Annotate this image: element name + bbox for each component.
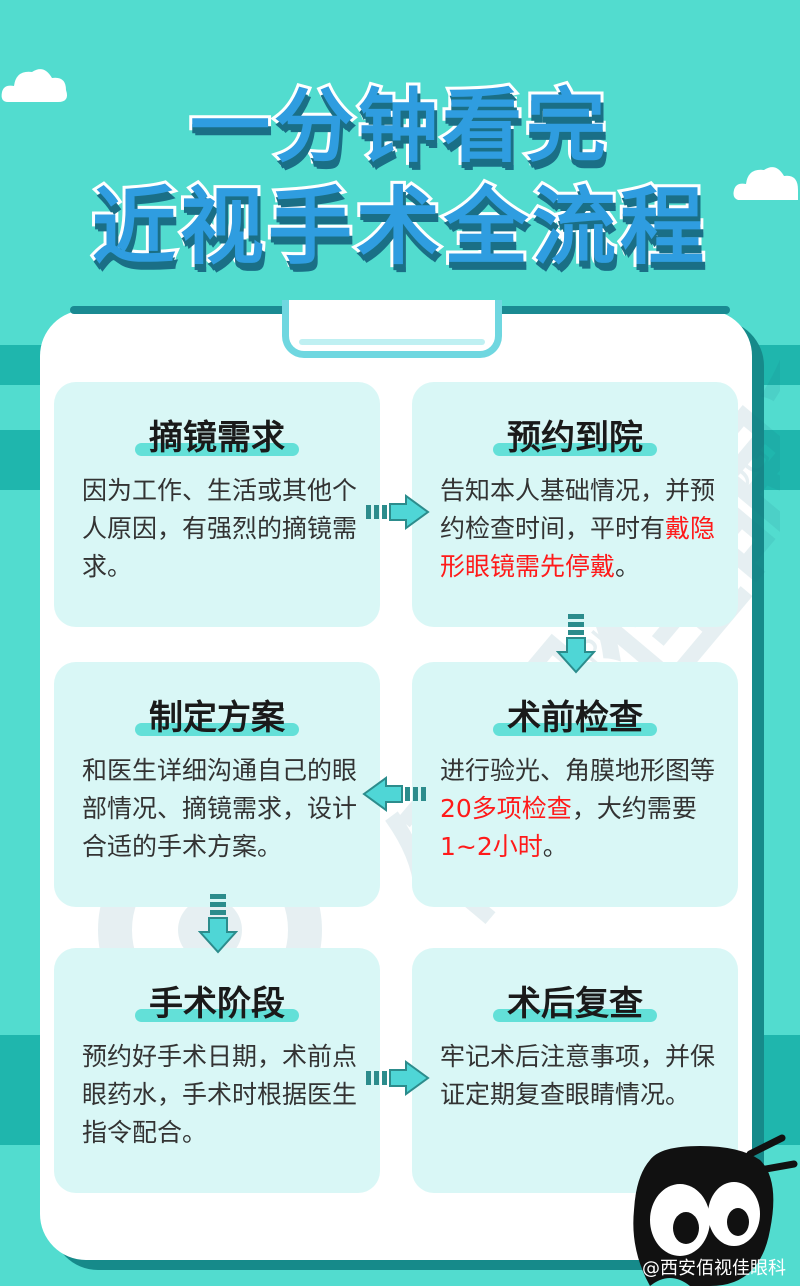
step-card-1: 摘镜需求 因为工作、生活或其他个人原因，有强烈的摘镜需求。 <box>54 382 380 627</box>
cloud-icon <box>1 69 68 102</box>
body-text: 因为工作、生活或其他个人原因，有强烈的摘镜需求。 <box>82 476 358 581</box>
highlight-text: 1~2小时 <box>440 832 543 861</box>
body-text: 进行验光、角膜地形图等 <box>440 756 716 785</box>
step-card-2: 预约到院 告知本人基础情况，并预约检查时间，平时有戴隐形眼镜需先停戴。 <box>412 382 738 627</box>
body-text: 。 <box>615 552 641 581</box>
arrow-right-icon <box>366 1060 430 1096</box>
highlight-text: 戴隐形眼镜需先停戴 <box>440 514 716 581</box>
title-line-1: 一分钟看完 <box>187 77 610 176</box>
step-card-3: 术前检查 进行验光、角膜地形图等 20多项检查，大约需要 1~2小时。 <box>412 662 738 907</box>
weibo-handle[interactable]: @西安佰视佳眼科 <box>642 1254 786 1280</box>
weibo-text: @西安佰视佳眼科 <box>642 1258 786 1279</box>
step-text: 告知本人基础情况，并预约检查时间，平时有戴隐形眼镜需先停戴。 <box>440 472 732 586</box>
step-text: 因为工作、生活或其他个人原因，有强烈的摘镜需求。 <box>82 472 362 586</box>
body-text: 预约好手术日期，术前点眼药水，手术时根据医生指令配合。 <box>82 1042 358 1147</box>
step-title: 预约到院 <box>497 418 653 458</box>
step-text: 进行验光、角膜地形图等 20多项检查，大约需要 1~2小时。 <box>440 752 720 866</box>
step-title: 术后复查 <box>497 984 653 1024</box>
body-text: 。 <box>542 832 568 861</box>
step-title: 手术阶段 <box>139 984 295 1024</box>
step-text: 和医生详细沟通自己的眼部情况、摘镜需求，设计合适的手术方案。 <box>82 752 362 866</box>
mascot-eyes-icon <box>633 1134 798 1286</box>
body-text: 牢记术后注意事项，并保证定期复查眼睛情况。 <box>440 1042 716 1109</box>
arrow-left-icon <box>362 776 426 812</box>
step-card-4: 制定方案 和医生详细沟通自己的眼部情况、摘镜需求，设计合适的手术方案。 <box>54 662 380 907</box>
arrow-right-icon <box>366 494 430 530</box>
cloud-icon <box>733 167 798 200</box>
highlight-text: 20多项检查 <box>440 794 572 823</box>
step-text: 牢记术后注意事项，并保证定期复查眼睛情况。 <box>440 1038 720 1114</box>
body-text: ，大约需要 <box>571 794 697 823</box>
step-title: 制定方案 <box>139 698 295 738</box>
arrow-down-icon <box>556 614 596 674</box>
body-text: 和医生详细沟通自己的眼部情况、摘镜需求，设计合适的手术方案。 <box>82 756 358 861</box>
body-text: 告知本人基础情况，并预约检查时间，平时有 <box>440 476 716 543</box>
clipboard-clip <box>282 300 502 358</box>
step-title: 摘镜需求 <box>139 418 295 458</box>
title-line-2: 近视手术全流程 <box>89 175 708 279</box>
step-card-5: 手术阶段 预约好手术日期，术前点眼药水，手术时根据医生指令配合。 <box>54 948 380 1193</box>
arrow-down-icon <box>198 894 238 954</box>
step-text: 预约好手术日期，术前点眼药水，手术时根据医生指令配合。 <box>82 1038 362 1152</box>
step-title: 术前检查 <box>497 698 653 738</box>
